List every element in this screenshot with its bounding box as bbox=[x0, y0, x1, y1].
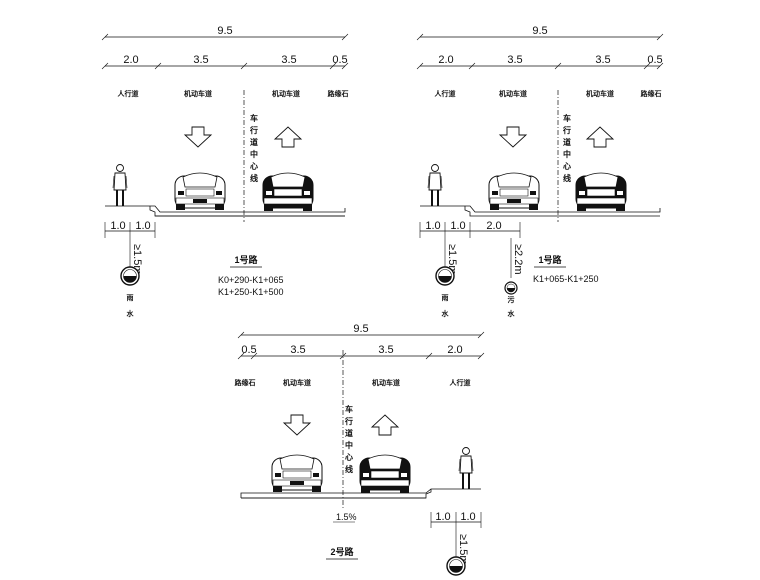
width-sidewalk: 2.0 bbox=[438, 54, 453, 66]
width-sidewalk: 2.0 bbox=[447, 344, 462, 356]
pipe-label-rain: 雨 bbox=[127, 294, 134, 302]
width-curb: 0.5 bbox=[332, 54, 347, 66]
svg-text:心: 心 bbox=[563, 161, 571, 171]
svg-text:线: 线 bbox=[250, 173, 258, 183]
pipe-label-rain: 雨 bbox=[442, 294, 449, 302]
svg-text:道: 道 bbox=[345, 428, 353, 438]
label-sidewalk: 人行道 bbox=[435, 89, 456, 98]
sub-dim-3: 2.0 bbox=[486, 220, 501, 232]
label-lane-2: 机动车道 bbox=[586, 89, 614, 98]
svg-text:线: 线 bbox=[563, 173, 571, 183]
label-curb: 路缘石 bbox=[328, 89, 349, 98]
label-lane-1: 机动车道 bbox=[184, 89, 212, 98]
label-curb: 路缘石 bbox=[641, 89, 662, 98]
width-lane-2: 3.5 bbox=[281, 54, 296, 66]
section-title: 1号路 bbox=[234, 254, 258, 265]
svg-text:道: 道 bbox=[563, 137, 571, 147]
pipe-depth-rain: ≥1.5m bbox=[457, 534, 469, 565]
width-lane-1: 3.5 bbox=[290, 344, 305, 356]
section-title: 2号路 bbox=[330, 546, 354, 557]
station-range-1: K1+065-K1+250 bbox=[533, 274, 599, 284]
centerline-label: 车 行 道 中 心 线 bbox=[344, 404, 353, 474]
pipe-section-icon bbox=[446, 556, 466, 576]
arrow-down-icon bbox=[184, 126, 212, 148]
sub-dim-1: 1.0 bbox=[435, 511, 450, 523]
road-profile bbox=[420, 205, 661, 217]
car-rear-icon bbox=[488, 172, 540, 211]
car-rear-icon bbox=[174, 172, 226, 211]
svg-text:车: 车 bbox=[563, 113, 571, 123]
section-2: 9.5 2.0 3.5 3.5 0.5 人行道 机动车道 机动车道 路缘石 车 … bbox=[416, 25, 664, 318]
width-curb: 0.5 bbox=[647, 54, 662, 66]
centerline-label: 车 行 道 中 心 线 bbox=[562, 113, 571, 183]
label-lane-2: 机动车道 bbox=[272, 89, 300, 98]
slope-label: 1.5% bbox=[336, 512, 357, 522]
pipe-depth-sewage: ≥2.2m bbox=[512, 244, 524, 275]
label-curb: 路缘石 bbox=[235, 378, 256, 387]
svg-text:水: 水 bbox=[127, 309, 135, 318]
svg-text:中: 中 bbox=[345, 440, 353, 450]
centerline-label: 车 行 道 中 心 线 bbox=[249, 113, 258, 183]
section-title: 1号路 bbox=[538, 254, 562, 265]
width-lane-1: 3.5 bbox=[507, 54, 522, 66]
sub-dim-1: 1.0 bbox=[110, 220, 125, 232]
svg-text:心: 心 bbox=[345, 452, 353, 462]
svg-text:中: 中 bbox=[250, 149, 258, 159]
svg-text:车: 车 bbox=[250, 113, 258, 123]
pipe-depth-rain: ≥1.5m bbox=[131, 244, 143, 275]
label-sidewalk: 人行道 bbox=[450, 378, 471, 387]
width-curb: 0.5 bbox=[241, 344, 256, 356]
sub-dim-2: 1.0 bbox=[460, 511, 475, 523]
svg-text:心: 心 bbox=[250, 161, 258, 171]
pipe-depth-rain: ≥1.5m bbox=[446, 244, 458, 275]
station-range-1: K0+290-K1+065 bbox=[218, 275, 284, 285]
pipe-section-icon bbox=[504, 281, 518, 295]
svg-text:道: 道 bbox=[250, 137, 258, 147]
arrow-up-icon bbox=[586, 126, 614, 148]
label-lane-1: 机动车道 bbox=[283, 378, 311, 387]
width-lane-1: 3.5 bbox=[193, 54, 208, 66]
total-width: 9.5 bbox=[532, 25, 547, 37]
pedestrian-icon bbox=[427, 163, 443, 207]
car-rear-icon bbox=[271, 454, 323, 493]
pedestrian-icon bbox=[112, 163, 128, 207]
svg-text:水: 水 bbox=[508, 309, 516, 318]
svg-text:线: 线 bbox=[345, 464, 353, 474]
svg-text:中: 中 bbox=[563, 149, 571, 159]
sub-dim-2: 1.0 bbox=[135, 220, 150, 232]
label-lane-1: 机动车道 bbox=[499, 89, 527, 98]
arrow-down-icon bbox=[499, 126, 527, 148]
svg-text:行: 行 bbox=[344, 416, 353, 426]
svg-text:行: 行 bbox=[562, 125, 571, 135]
station-range-2: K1+250-K1+500 bbox=[218, 287, 284, 297]
pipe-label-sewage: 污 bbox=[508, 295, 515, 304]
pipe-section-icon bbox=[120, 266, 140, 286]
svg-text:行: 行 bbox=[249, 125, 258, 135]
car-rear-icon bbox=[262, 172, 314, 212]
svg-text:水: 水 bbox=[442, 309, 450, 318]
label-lane-2: 机动车道 bbox=[372, 378, 400, 387]
sub-dim-2: 1.0 bbox=[450, 220, 465, 232]
width-sidewalk: 2.0 bbox=[123, 54, 138, 66]
total-width: 9.5 bbox=[217, 25, 232, 37]
arrow-up-icon bbox=[274, 126, 302, 148]
width-lane-2: 3.5 bbox=[595, 54, 610, 66]
car-rear-icon bbox=[575, 172, 627, 212]
section-3: 9.5 0.5 3.5 3.5 2.0 路缘石 机动车道 机动车道 人行道 车 … bbox=[235, 323, 485, 576]
width-lane-2: 3.5 bbox=[378, 344, 393, 356]
pedestrian-icon bbox=[458, 446, 474, 490]
svg-text:车: 车 bbox=[345, 404, 353, 414]
section-1: 9.5 2.0 3.5 3.5 0.5 人行道 机动车道 机动车道 路缘石 车 … bbox=[101, 25, 349, 318]
car-rear-icon bbox=[359, 454, 411, 494]
total-width: 9.5 bbox=[353, 323, 368, 335]
label-sidewalk: 人行道 bbox=[118, 89, 139, 98]
pipe-section-icon bbox=[435, 266, 455, 286]
arrow-up-icon bbox=[371, 414, 399, 436]
arrow-down-icon bbox=[283, 414, 311, 436]
sub-dim-1: 1.0 bbox=[425, 220, 440, 232]
